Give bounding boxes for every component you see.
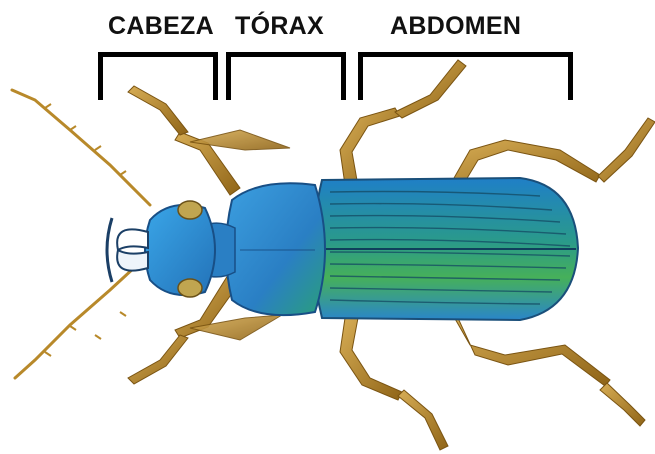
eye-right	[178, 279, 202, 297]
thorax	[226, 183, 325, 315]
eye-left	[178, 201, 202, 219]
head	[145, 205, 215, 295]
mandibles	[117, 229, 148, 270]
